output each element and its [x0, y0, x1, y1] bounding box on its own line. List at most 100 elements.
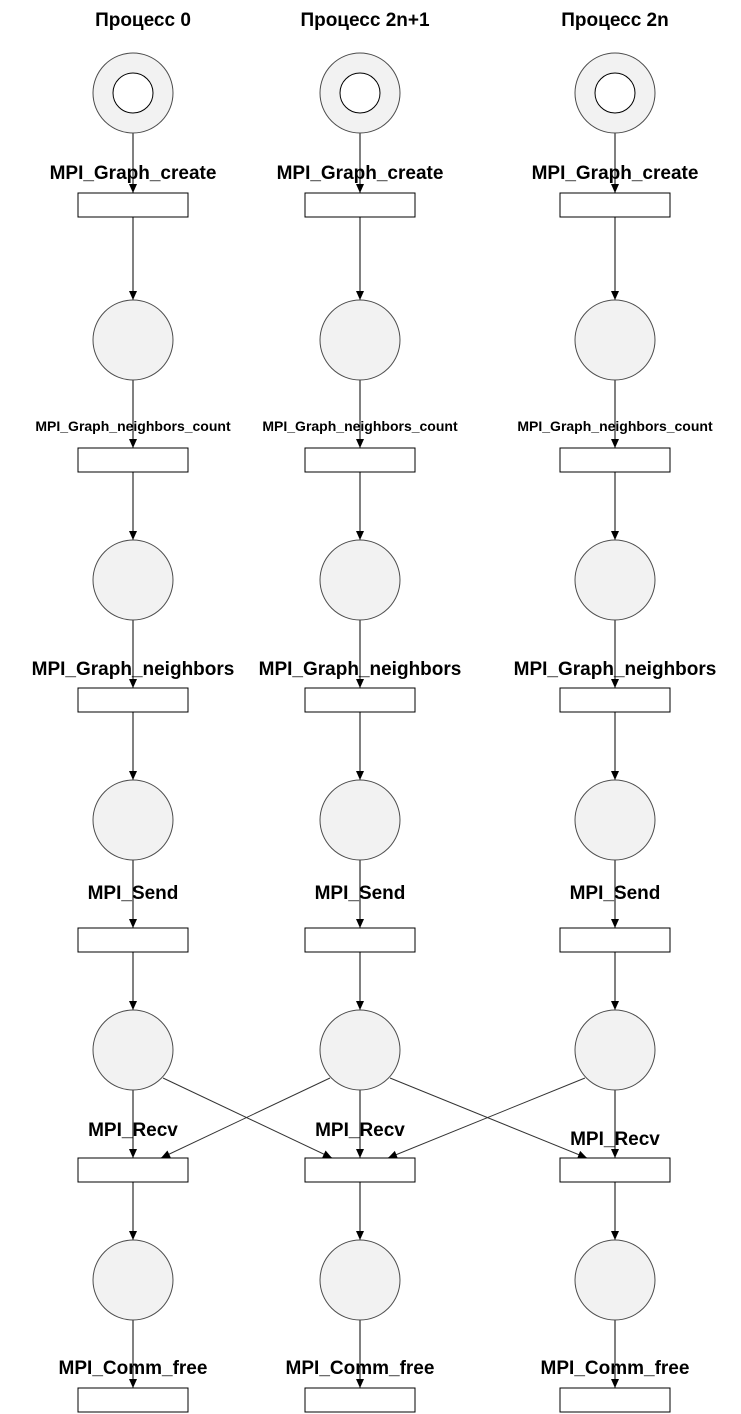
- transition: [77, 687, 189, 713]
- arc-message-exchange-arrowhead: [161, 1150, 171, 1158]
- arc-transition-to-place-arrowhead: [356, 291, 364, 300]
- place: [574, 299, 656, 381]
- arc-message-exchange: [387, 1077, 586, 1159]
- arc-message-exchange-arrowhead: [388, 1150, 398, 1159]
- place: [92, 1009, 174, 1091]
- transition-label: MPI_Send: [88, 883, 179, 904]
- transition: [77, 927, 189, 953]
- arc-transition-to-place-arrowhead: [611, 1001, 619, 1010]
- arc-transition-to-place-arrowhead: [129, 771, 137, 780]
- transition: [77, 447, 189, 473]
- transition: [304, 927, 416, 953]
- transition-label: MPI_Comm_free: [59, 1358, 208, 1379]
- transition: [559, 687, 671, 713]
- arc-place-to-transition-arrowhead: [129, 919, 137, 928]
- place: [92, 1239, 174, 1321]
- transition-label: MPI_Send: [570, 883, 661, 904]
- place: [319, 779, 401, 861]
- place: [92, 299, 174, 381]
- place: [319, 539, 401, 621]
- transition: [77, 1157, 189, 1183]
- transition: [77, 192, 189, 218]
- arc-place-to-transition-arrowhead: [611, 439, 619, 448]
- arc-place-to-transition-arrowhead: [356, 679, 364, 688]
- transition: [559, 192, 671, 218]
- place: [319, 1239, 401, 1321]
- place: [319, 299, 401, 381]
- transition: [559, 1157, 671, 1183]
- arc-transition-to-place-arrowhead: [356, 531, 364, 540]
- transition: [304, 1387, 416, 1413]
- arc-place-to-transition-arrowhead: [611, 919, 619, 928]
- transition-label: MPI_Recv: [570, 1129, 660, 1150]
- place: [574, 1009, 656, 1091]
- place: [319, 1009, 401, 1091]
- transition-label: MPI_Graph_create: [532, 163, 699, 184]
- process-title: Процесс 2n: [561, 10, 668, 31]
- arc-transition-to-place-arrowhead: [356, 1001, 364, 1010]
- arc-transition-to-place-arrowhead: [129, 1001, 137, 1010]
- transition: [559, 447, 671, 473]
- arc-place-to-transition-arrowhead: [356, 439, 364, 448]
- arc-place-to-transition-arrowhead: [129, 184, 137, 193]
- transition: [304, 447, 416, 473]
- transition-label: MPI_Graph_neighbors: [514, 659, 717, 680]
- transition-label: MPI_Graph_create: [277, 163, 444, 184]
- arc-place-to-transition-arrowhead: [356, 1149, 364, 1158]
- arc-transition-to-place-arrowhead: [611, 771, 619, 780]
- transition-label: MPI_Graph_neighbors_count: [262, 418, 458, 434]
- transition: [559, 1387, 671, 1413]
- transition: [304, 192, 416, 218]
- transition-label: MPI_Recv: [88, 1120, 178, 1141]
- labels-layer: Процесс 0 MPI_Graph_createMPI_Graph_neigh…: [32, 10, 717, 1379]
- transition: [559, 927, 671, 953]
- arc-message-exchange-arrowhead: [322, 1150, 332, 1158]
- arc-transition-to-place-arrowhead: [611, 291, 619, 300]
- transition-label: MPI_Graph_neighbors_count: [35, 418, 231, 434]
- nodes-layer: [77, 52, 671, 1413]
- marking-token: [112, 72, 154, 114]
- arc-transition-to-place-arrowhead: [611, 1231, 619, 1240]
- marking-token: [594, 72, 636, 114]
- arc-place-to-transition-arrowhead: [129, 1149, 137, 1158]
- arc-transition-to-place-arrowhead: [611, 531, 619, 540]
- arc-transition-to-place-arrowhead: [356, 771, 364, 780]
- transition-label: MPI_Comm_free: [541, 1358, 690, 1379]
- arc-message-exchange: [162, 1077, 333, 1159]
- transition: [77, 1387, 189, 1413]
- transition-label: MPI_Comm_free: [286, 1358, 435, 1379]
- arc-place-to-transition-arrowhead: [356, 919, 364, 928]
- transition-label: MPI_Graph_create: [50, 163, 217, 184]
- arc-place-to-transition-arrowhead: [611, 184, 619, 193]
- transition: [304, 1157, 416, 1183]
- arc-message-exchange: [160, 1077, 331, 1159]
- arc-transition-to-place-arrowhead: [129, 291, 137, 300]
- arc-message-exchange-arrowhead: [577, 1150, 587, 1159]
- arc-place-to-transition-arrowhead: [129, 439, 137, 448]
- process-title: Процесс 0: [95, 10, 191, 31]
- transition-label: MPI_Graph_neighbors: [32, 659, 235, 680]
- place: [574, 779, 656, 861]
- arc-transition-to-place-arrowhead: [356, 1231, 364, 1240]
- transition-label: MPI_Recv: [315, 1120, 405, 1141]
- place: [92, 779, 174, 861]
- transition-label: MPI_Send: [315, 883, 406, 904]
- transition-label: MPI_Graph_neighbors: [259, 659, 462, 680]
- arc-place-to-transition-arrowhead: [611, 679, 619, 688]
- place: [574, 1239, 656, 1321]
- place: [92, 539, 174, 621]
- arc-transition-to-place-arrowhead: [129, 1231, 137, 1240]
- marking-token: [339, 72, 381, 114]
- transition-label: MPI_Graph_neighbors_count: [517, 418, 713, 434]
- process-title: Процесс 2n+1: [300, 10, 430, 31]
- arc-transition-to-place-arrowhead: [129, 531, 137, 540]
- arc-place-to-transition-arrowhead: [356, 1379, 364, 1388]
- transition: [304, 687, 416, 713]
- arc-place-to-transition-arrowhead: [356, 184, 364, 193]
- place: [574, 539, 656, 621]
- arc-place-to-transition-arrowhead: [611, 1379, 619, 1388]
- arc-place-to-transition-arrowhead: [611, 1149, 619, 1158]
- arc-place-to-transition-arrowhead: [129, 679, 137, 688]
- arc-message-exchange: [389, 1077, 588, 1159]
